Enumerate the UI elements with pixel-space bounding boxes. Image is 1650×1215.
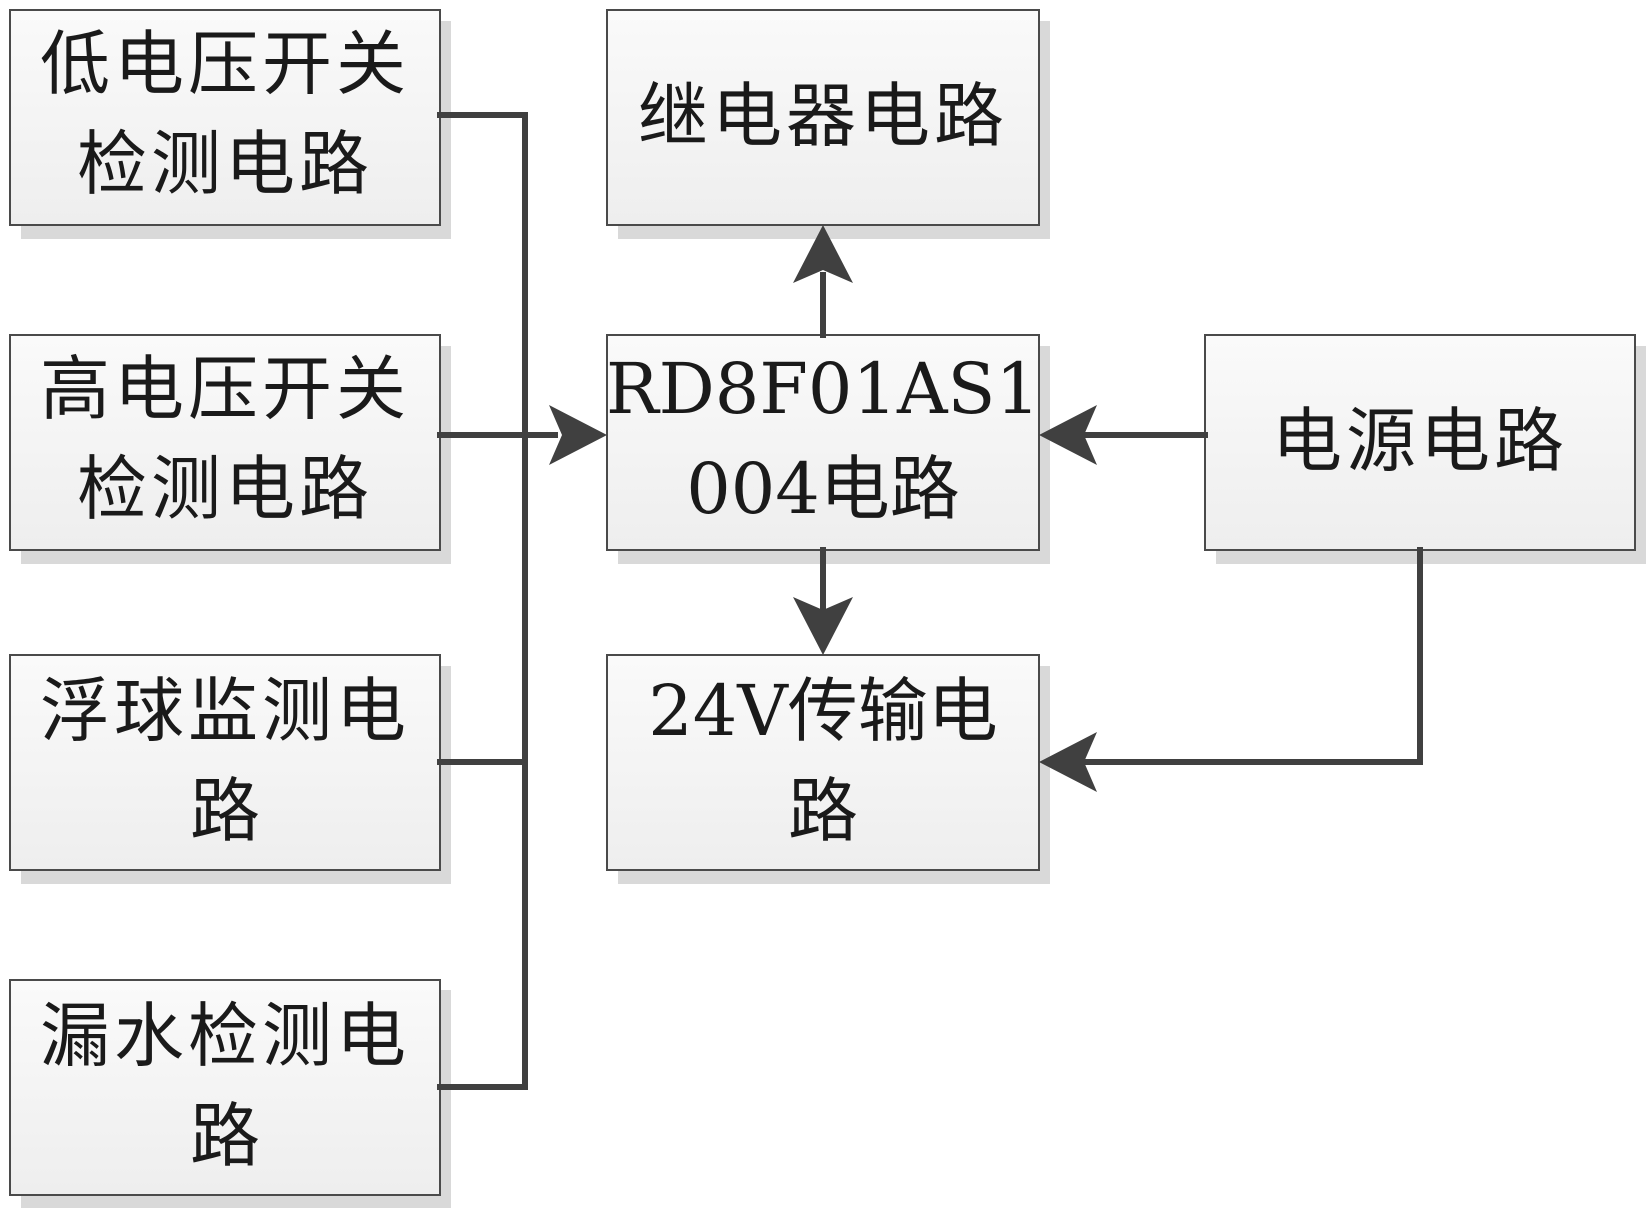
arrow-to-controller-right (1039, 405, 1097, 465)
float-ball-line2: 路 (190, 770, 260, 852)
low-voltage-line2: 检测电路 (77, 123, 373, 205)
arrow-to-transmission (793, 597, 853, 655)
arrow-to-relay (793, 225, 853, 283)
arrowheads (549, 225, 1097, 792)
water-leak-detect-box: 漏水检测电 路 (9, 979, 441, 1196)
controller-line1: RD8F01AS1 (606, 348, 1040, 430)
transmission-box: 24V传输电 路 (606, 654, 1040, 871)
float-ball-line1: 浮球监测电 (40, 670, 410, 752)
connectors (437, 112, 1423, 1090)
transmission-line2: 路 (788, 770, 858, 852)
controller-box: RD8F01AS1 004电路 (606, 334, 1040, 551)
power-supply-box: 电源电路 (1204, 334, 1636, 551)
arrow-to-controller-left (549, 405, 607, 465)
power-line1: 电源电路 (1272, 400, 1568, 482)
relay-circuit-box: 继电器电路 (606, 9, 1040, 226)
arrow-to-transmission-right (1039, 732, 1097, 792)
high-voltage-switch-box: 高电压开关 检测电路 (9, 334, 441, 551)
transmission-line1: 24V传输电 (648, 670, 998, 752)
high-voltage-line1: 高电压开关 (40, 348, 410, 430)
low-voltage-line1: 低电压开关 (40, 23, 410, 105)
wire-power-transmission (1082, 547, 1423, 765)
water-leak-line2: 路 (190, 1095, 260, 1177)
controller-line2: 004电路 (686, 448, 960, 530)
float-ball-monitor-box: 浮球监测电 路 (9, 654, 441, 871)
relay-line1: 继电器电路 (638, 75, 1008, 157)
high-voltage-line2: 检测电路 (77, 448, 373, 530)
water-leak-line1: 漏水检测电 (40, 995, 410, 1077)
low-voltage-switch-box: 低电压开关 检测电路 (9, 9, 441, 226)
